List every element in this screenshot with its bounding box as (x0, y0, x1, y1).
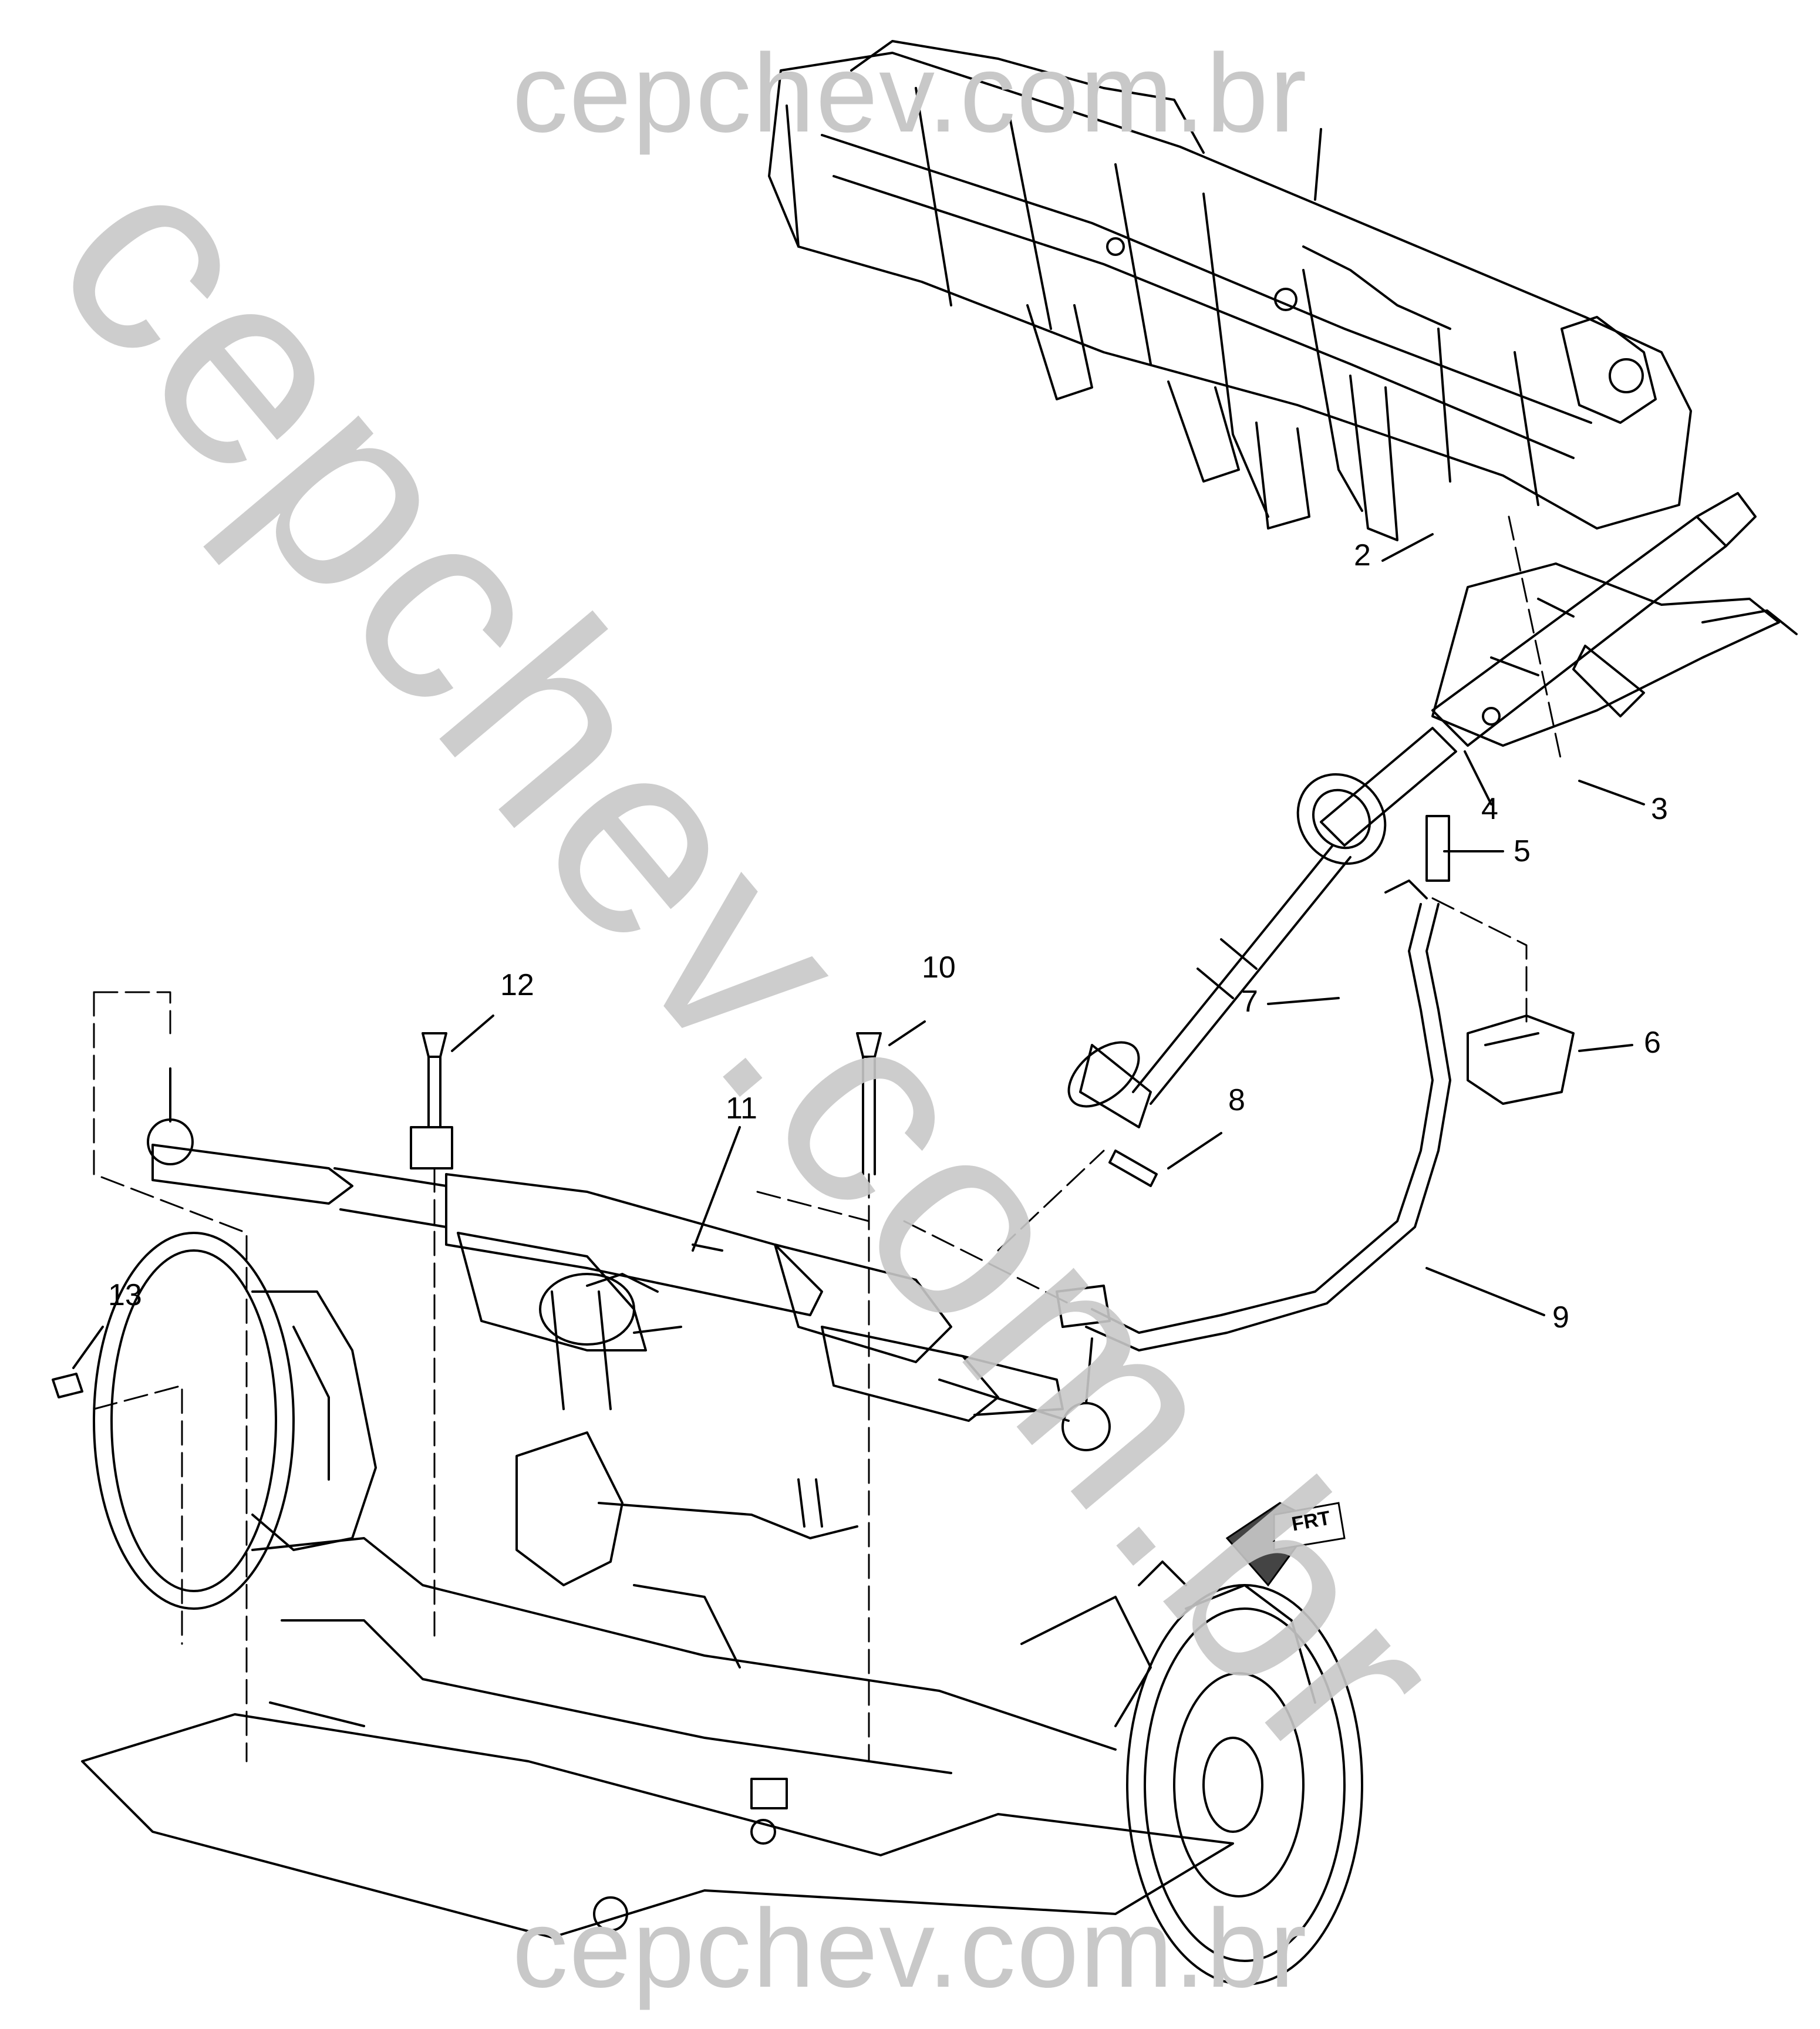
nut-13 (52, 1373, 83, 1398)
steering-gear (147, 1067, 1111, 1451)
callout-8: 8 (1228, 1083, 1245, 1117)
callout-7: 7 (1241, 985, 1258, 1019)
left-brake-assembly (93, 1232, 377, 1610)
sleeve-5 (1425, 815, 1450, 882)
bracket (1467, 1014, 1575, 1105)
right-tie-rod (938, 1378, 1070, 1422)
bolt-8 (1108, 1150, 1158, 1187)
right-brake-assembly (1126, 1560, 1363, 1986)
callout-10: 10 (922, 951, 956, 985)
instrument-panel-carrier (768, 40, 1692, 541)
callout-3: 3 (1651, 792, 1668, 826)
front-direction-arrow (1225, 1502, 1346, 1587)
callout-5: 5 (1514, 834, 1531, 868)
callout-11: 11 (726, 1091, 757, 1125)
callout-2: 2 (1354, 538, 1371, 572)
callout-6: 6 (1644, 1026, 1661, 1060)
bolt-12 (410, 1032, 453, 1169)
steering-column (1431, 492, 1798, 747)
watermark-top: cepchev.com.br (512, 31, 1308, 156)
watermark-bottom: cepchev.com.br (512, 1886, 1308, 2011)
callout-12: 12 (500, 968, 534, 1002)
bolt-10 (856, 1032, 882, 1175)
engine-cradle (81, 1290, 1234, 1939)
callout-9: 9 (1552, 1300, 1569, 1334)
steering-line (1056, 879, 1451, 1351)
callout-13: 13 (108, 1278, 142, 1312)
intermediate-shaft (1067, 727, 1457, 1128)
callout-4: 4 (1481, 792, 1498, 826)
